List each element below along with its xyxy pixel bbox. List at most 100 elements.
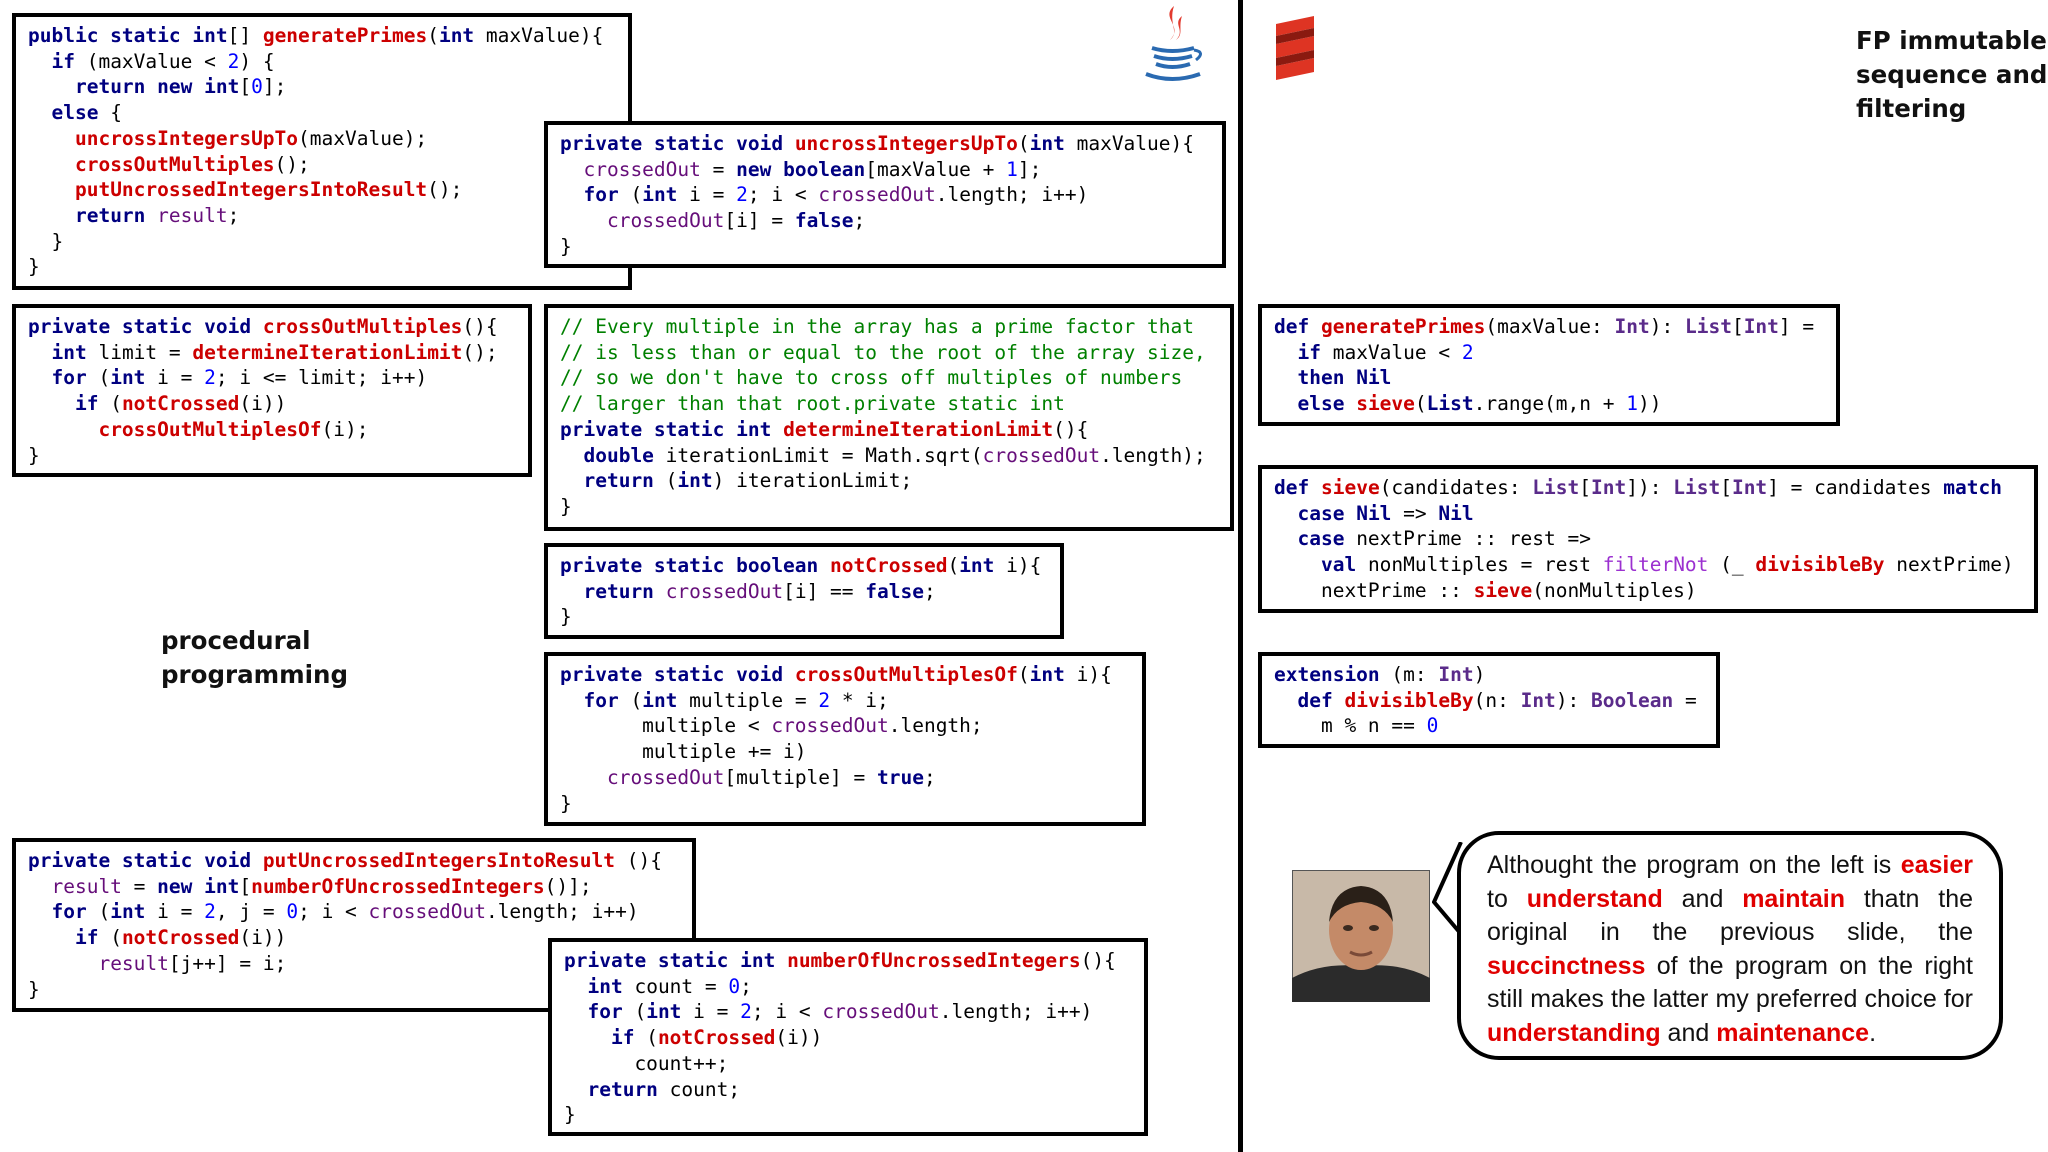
code-token: )) xyxy=(1638,392,1662,416)
code-token: ) { xyxy=(239,49,275,73)
code-token: if xyxy=(74,392,99,416)
code-line: then Nil xyxy=(1274,365,1824,391)
code-token: m % n == xyxy=(1274,714,1427,738)
code-token: ; xyxy=(227,203,240,227)
code-token: (); xyxy=(427,178,463,202)
code-token xyxy=(251,315,263,338)
code-token: (){ xyxy=(1080,949,1116,972)
code-token: } xyxy=(560,494,572,518)
code-token: // Every multiple in the array has a pri… xyxy=(560,315,1194,338)
code-token: (){ xyxy=(615,849,662,872)
code-token: 2 xyxy=(818,688,831,712)
code-token: uncrossIntegersUpTo xyxy=(794,132,1018,155)
bubble-text: . xyxy=(1869,1018,1877,1047)
code-token: (){ xyxy=(1053,417,1089,441)
code-token xyxy=(1309,476,1321,499)
code-token: Int xyxy=(1438,663,1474,686)
code-token: (i)) xyxy=(239,392,287,416)
code-token: crossedOut xyxy=(583,157,701,181)
code-line: } xyxy=(560,494,1218,520)
code-token: ( xyxy=(622,1000,647,1024)
code-line: def generatePrimes(maxValue: Int): List[… xyxy=(1274,314,1824,340)
code-token: } xyxy=(560,234,572,258)
code-token: public static int xyxy=(28,24,228,47)
code-line: return result; xyxy=(28,203,616,229)
emphasized-word: understanding xyxy=(1487,1018,1661,1047)
code-line: extension (m: Int) xyxy=(1274,662,1704,688)
code-token: ]; xyxy=(262,75,287,99)
code-line: if (notCrossed(i)) xyxy=(28,925,680,951)
code-token: ( xyxy=(86,366,111,390)
code-token: (i)) xyxy=(239,926,287,950)
code-token: (maxValue); xyxy=(298,126,428,150)
code-token: ; xyxy=(853,209,866,233)
code-token: crossedOut xyxy=(665,579,784,603)
code-token: 2 xyxy=(204,366,216,390)
code-token xyxy=(28,101,51,124)
code-line: private static int numberOfUncrossedInte… xyxy=(564,948,1132,974)
code-token: multiple < xyxy=(560,714,772,738)
code-token xyxy=(1344,366,1356,389)
label-line: sequence and xyxy=(1856,60,2048,89)
code-line: double iterationLimit = Math.sqrt(crosse… xyxy=(560,443,1218,469)
speech-bubble-tail xyxy=(1432,842,1463,936)
code-token xyxy=(560,766,607,789)
procedural-programming-label: procedural programming xyxy=(161,624,348,692)
code-token: return new int xyxy=(74,75,240,99)
code-token: then xyxy=(1297,366,1345,390)
code-token: = xyxy=(700,157,737,181)
code-line: else { xyxy=(28,100,616,126)
code-token: nonMultiples = rest xyxy=(1356,553,1603,577)
code-token: 2 xyxy=(227,49,240,73)
code-token: private static boolean xyxy=(560,554,819,577)
code-token: sieve xyxy=(1320,476,1380,499)
code-token: Nil xyxy=(1356,501,1392,525)
code-token: int xyxy=(1029,663,1065,686)
code-line: if maxValue < 2 xyxy=(1274,340,1824,366)
code-token: ; i < xyxy=(747,183,819,207)
code-token: ( xyxy=(1017,132,1030,155)
code-token: if xyxy=(610,1026,635,1050)
code-box-scala-sieve: def sieve(candidates: List[Int]): List[I… xyxy=(1258,465,2038,613)
code-token: ] = candidates xyxy=(1767,476,1944,499)
code-line: } xyxy=(28,977,680,1003)
code-token: new int xyxy=(157,874,240,898)
code-token: ( xyxy=(1017,663,1030,686)
code-token: i = xyxy=(145,900,205,924)
code-token xyxy=(1274,366,1297,389)
code-token xyxy=(28,178,75,201)
code-token: crossOutMultiples xyxy=(74,152,275,176)
code-token: } xyxy=(560,791,572,815)
code-token: return xyxy=(587,1077,658,1101)
code-token xyxy=(1333,689,1345,712)
code-token xyxy=(818,554,830,577)
code-token xyxy=(28,153,75,176)
code-line: result[j++] = i; xyxy=(28,951,680,977)
code-token: Boolean xyxy=(1591,688,1674,712)
code-token xyxy=(28,75,75,98)
code-token: putUncrossedIntegersIntoResult xyxy=(74,178,428,202)
speech-bubble: Althought the program on the left is eas… xyxy=(1457,831,2003,1060)
code-token: crossedOut xyxy=(606,209,725,233)
code-token: .range(m,n + xyxy=(1473,392,1627,416)
code-token: } xyxy=(28,443,40,467)
code-token: generatePrimes xyxy=(1320,315,1486,338)
code-token: Int xyxy=(1520,688,1556,712)
code-token xyxy=(560,183,583,206)
code-token: private static void xyxy=(28,315,252,338)
code-token xyxy=(564,1026,611,1049)
code-token: (){ xyxy=(462,315,498,338)
code-token: (nonMultiples) xyxy=(1532,578,1697,602)
code-token: case xyxy=(1297,501,1345,525)
code-line: private static void putUncrossedIntegers… xyxy=(28,848,680,874)
code-token xyxy=(1274,553,1321,576)
code-token xyxy=(783,132,795,155)
code-token xyxy=(560,469,583,492)
code-line: private static boolean notCrossed(int i)… xyxy=(560,553,1048,579)
code-line: } xyxy=(28,443,516,469)
code-token: ; i < xyxy=(751,1000,823,1024)
code-box-scala-divisible-by: extension (m: Int) def divisibleBy(n: In… xyxy=(1258,652,1720,748)
code-token: generatePrimes xyxy=(262,24,428,47)
code-token: multiple = xyxy=(677,688,819,712)
code-token: sieve xyxy=(1356,392,1415,416)
